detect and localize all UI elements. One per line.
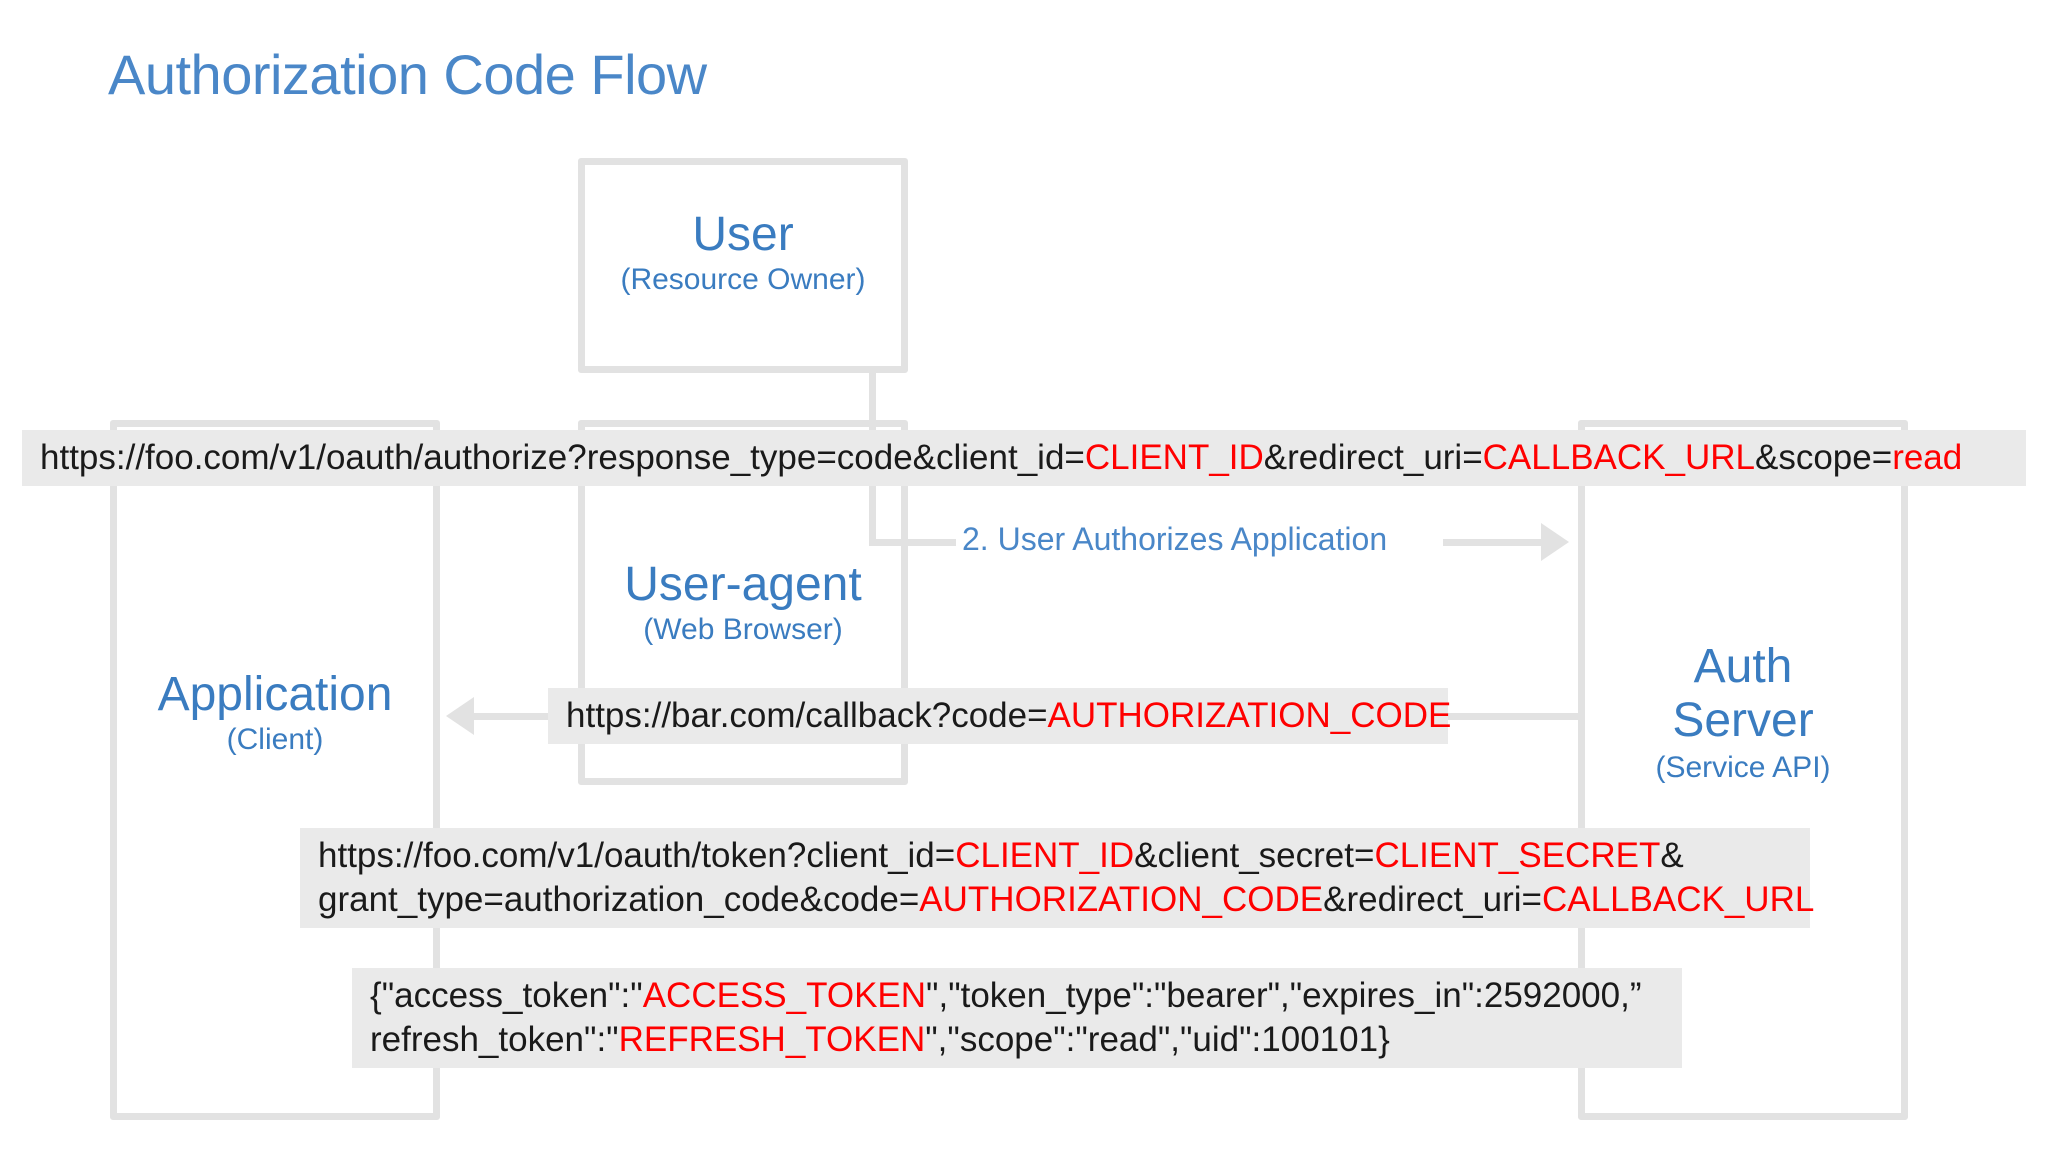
msg-authorize-value-client-id: CLIENT_ID xyxy=(1084,437,1264,477)
message-line-1: {"access_token":"ACCESS_TOKEN","token_ty… xyxy=(370,974,1682,1018)
arrow-line-authorize-right xyxy=(1443,539,1543,546)
arrow-head-authorize xyxy=(1541,523,1569,561)
connector-user-to-useragent-lower xyxy=(869,486,876,546)
msg-token-l1-value-client-id: CLIENT_ID xyxy=(955,835,1135,875)
msg-token-l1-part1: https://foo.com/v1/oauth/token?client_id… xyxy=(318,835,956,875)
msg-authorize-part1: https://foo.com/v1/oauth/authorize?respo… xyxy=(40,437,1085,477)
actor-name-useragent: User-agent xyxy=(624,558,862,611)
msg-response-l1-value-access-token: ACCESS_TOKEN xyxy=(642,975,927,1015)
connector-user-to-useragent xyxy=(869,373,876,430)
message-bar-authorize-request: https://foo.com/v1/oauth/authorize?respo… xyxy=(22,430,2026,486)
msg-token-l2-part1: grant_type=authorization_code&code= xyxy=(318,880,920,919)
message-bar-token-response: {"access_token":"ACCESS_TOKEN","token_ty… xyxy=(352,968,1682,1068)
page-title: Authorization Code Flow xyxy=(108,43,707,106)
message-bar-token-request: https://foo.com/v1/oauth/token?client_id… xyxy=(300,828,1814,928)
msg-response-l2-part2: ","scope":"read","uid":100101} xyxy=(925,1020,1390,1059)
actor-box-user xyxy=(578,158,908,373)
arrow-label-user-authorizes-application: 2. User Authorizes Application xyxy=(962,521,1388,557)
message-line-2: refresh_token":"REFRESH_TOKEN","scope":"… xyxy=(370,1018,1682,1062)
msg-authorize-part3: &scope= xyxy=(1755,437,1893,477)
msg-response-l1-part1: {"access_token":" xyxy=(370,975,643,1015)
actor-label-useragent: User-agent (Web Browser) xyxy=(578,558,908,647)
msg-response-l2-part1: refresh_token":" xyxy=(370,1020,619,1059)
message-line: https://foo.com/v1/oauth/authorize?respo… xyxy=(40,436,2026,480)
actor-box-useragent xyxy=(578,420,908,785)
connector-user-right-branch xyxy=(869,539,929,546)
msg-response-l2-value-refresh-token: REFRESH_TOKEN xyxy=(618,1020,926,1059)
message-line-1: https://foo.com/v1/oauth/token?client_id… xyxy=(318,834,1810,878)
actor-box-application xyxy=(110,420,440,1120)
actor-name-user: User xyxy=(692,208,794,261)
actor-sub-application: (Client) xyxy=(226,723,324,757)
msg-token-l1-value-client-secret: CLIENT_SECRET xyxy=(1374,835,1661,875)
actor-label-application: Application (Client) xyxy=(110,668,440,757)
msg-authorize-value-scope: read xyxy=(1892,437,1963,477)
msg-token-l2-part2: &redirect_uri= xyxy=(1323,880,1542,919)
message-bar-callback-redirect: https://bar.com/callback?code=AUTHORIZAT… xyxy=(548,688,1451,744)
message-line: https://bar.com/callback?code=AUTHORIZAT… xyxy=(566,694,1451,738)
arrow-head-callback xyxy=(446,697,474,735)
actor-label-user: User (Resource Owner) xyxy=(578,208,908,297)
msg-response-l1-part2: ","token_type":"bearer","expires_in":259… xyxy=(926,975,1642,1015)
actor-sub-authserver: (Service API) xyxy=(1655,750,1831,784)
msg-token-l2-value-authorization-code: AUTHORIZATION_CODE xyxy=(919,880,1324,919)
actor-label-authserver: Auth Server (Service API) xyxy=(1578,640,1908,783)
msg-callback-part1: https://bar.com/callback?code= xyxy=(566,695,1048,735)
msg-callback-value-authorization-code: AUTHORIZATION_CODE xyxy=(1047,695,1452,735)
msg-token-l2-value-callback-url: CALLBACK_URL xyxy=(1541,880,1815,919)
actor-sub-user: (Resource Owner) xyxy=(620,263,866,297)
actor-sub-useragent: (Web Browser) xyxy=(643,613,843,647)
msg-token-l1-part3: & xyxy=(1660,835,1684,875)
msg-token-l1-part2: &client_secret= xyxy=(1134,835,1375,875)
actor-name-authserver-line2: Server xyxy=(1672,693,1814,747)
msg-authorize-part2: &redirect_uri= xyxy=(1263,437,1483,477)
arrow-line-authorize-left xyxy=(914,539,956,546)
msg-authorize-value-callback-url: CALLBACK_URL xyxy=(1482,437,1755,477)
actor-name-authserver-line1: Auth xyxy=(1693,640,1793,693)
message-line-2: grant_type=authorization_code&code=AUTHO… xyxy=(318,878,1814,922)
actor-name-application: Application xyxy=(157,668,393,721)
actor-box-authserver xyxy=(1578,420,1908,1120)
